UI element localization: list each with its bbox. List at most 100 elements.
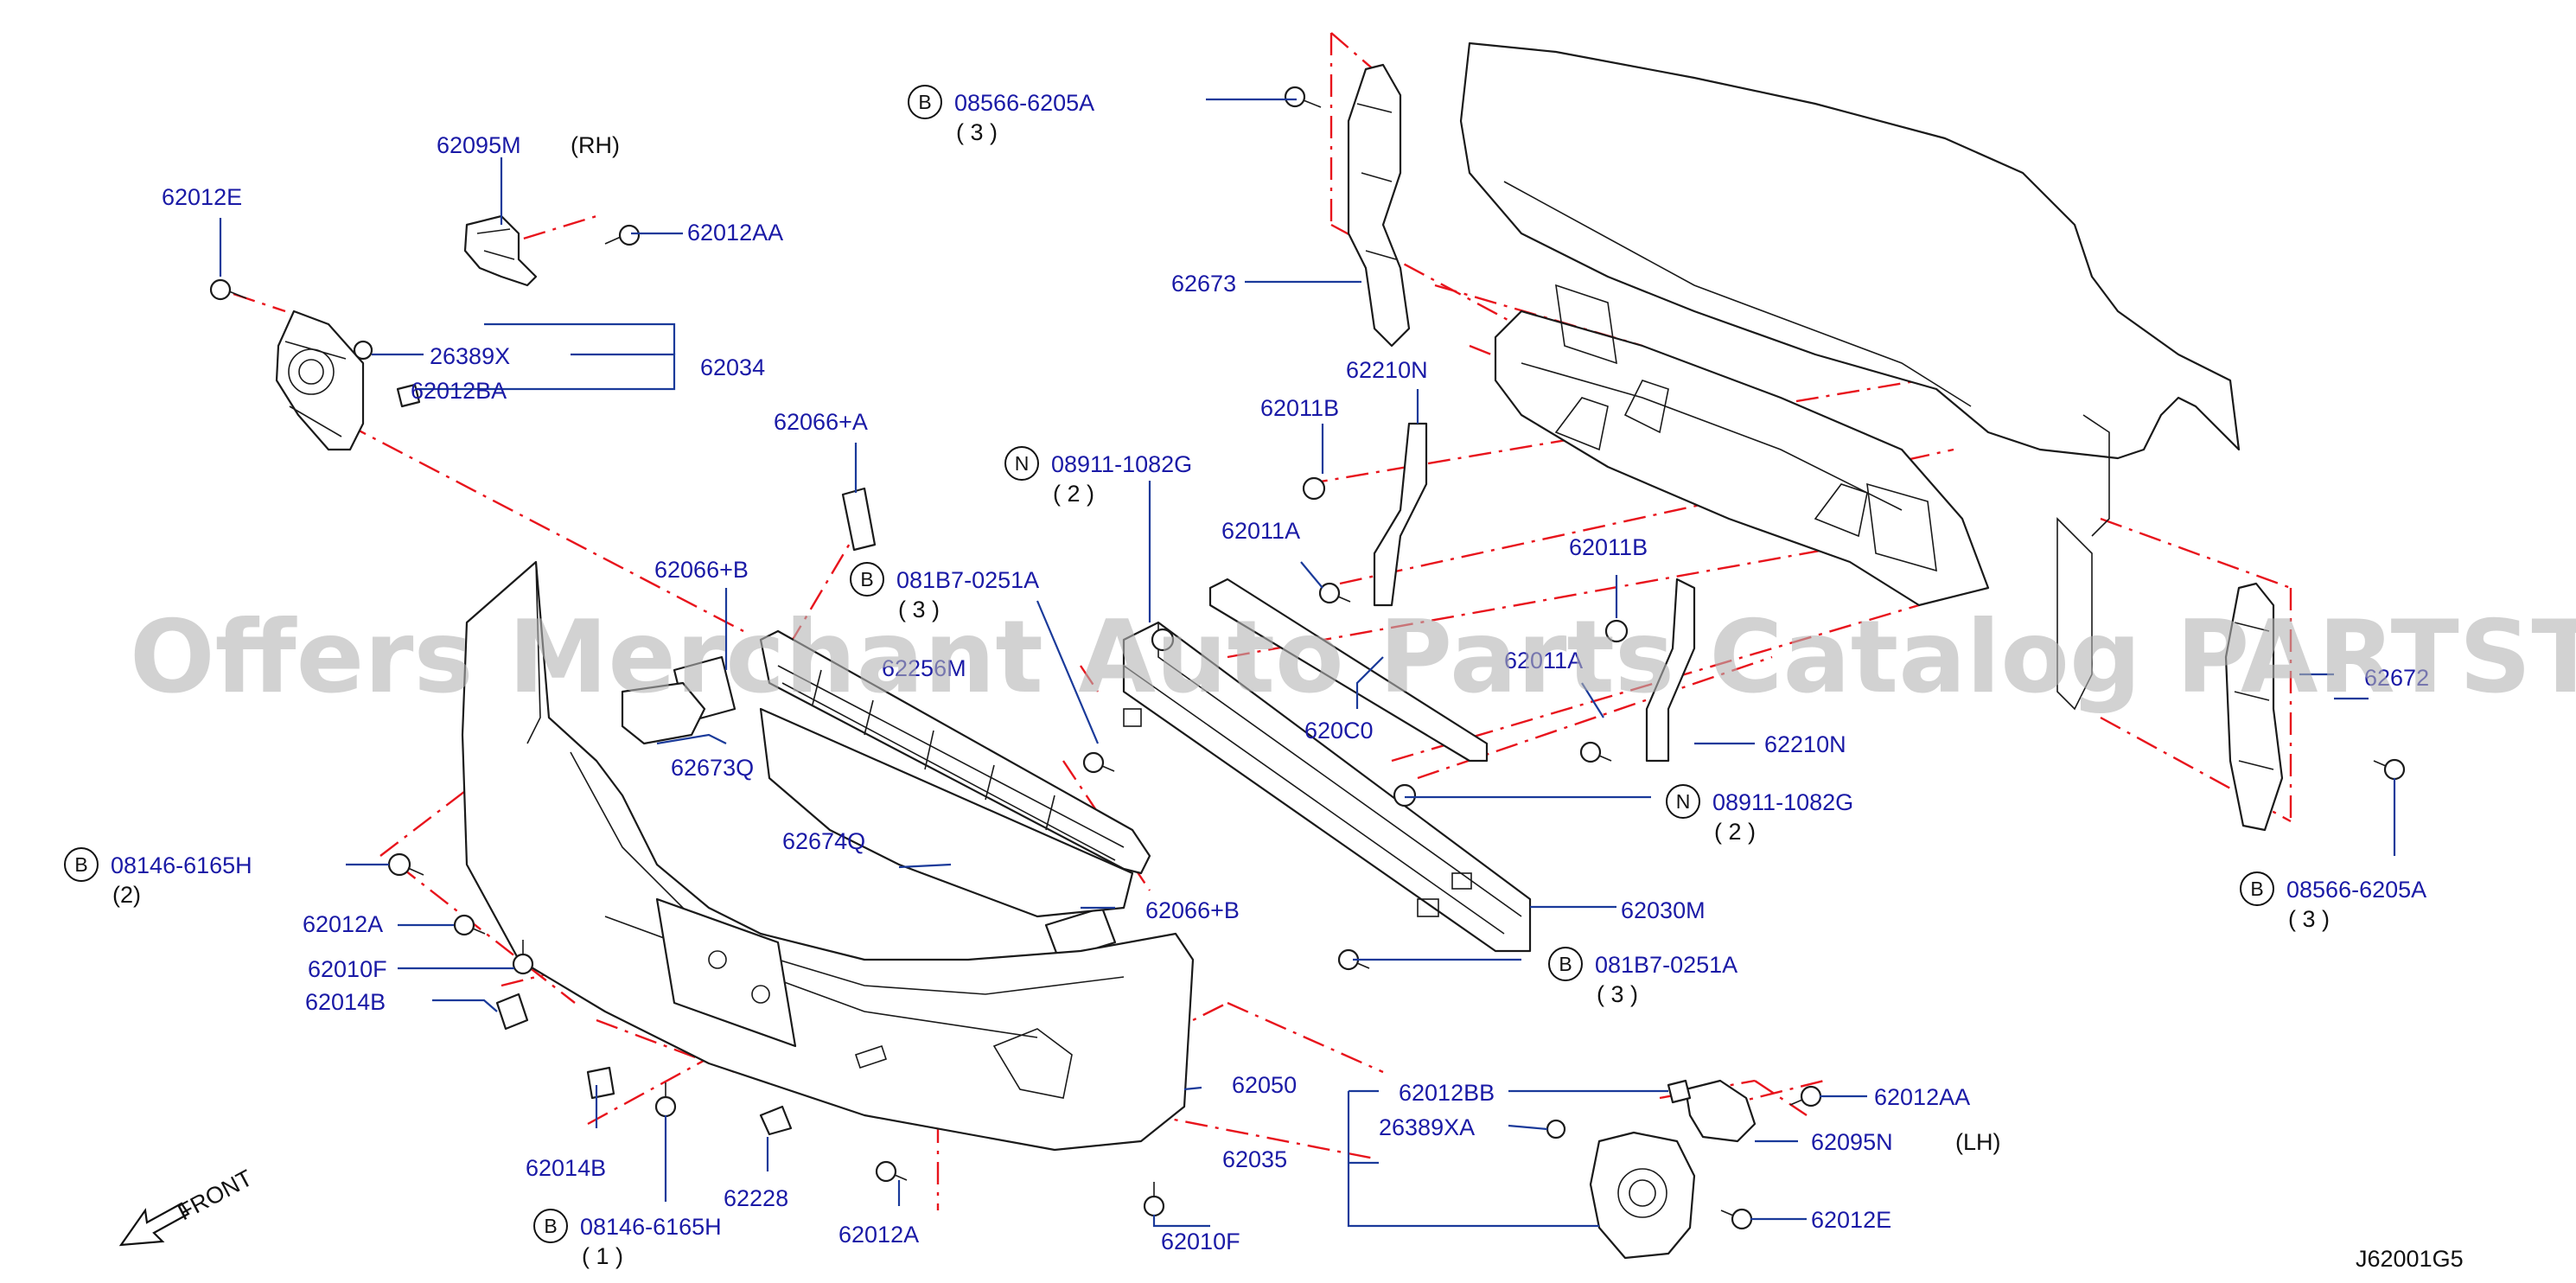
vehicle-body-structure [1459, 41, 2241, 711]
label-62674q: 62674Q [782, 828, 865, 854]
qty-081b7-bottom: ( 3 ) [1597, 981, 1638, 1007]
label-62011a-left: 62011A [1221, 518, 1300, 544]
label-62011b-left: 62011B [1260, 395, 1339, 421]
grille-62674q [759, 707, 1134, 918]
clip-62014b-left [495, 993, 529, 1031]
label-62066b-top: 62066+B [654, 557, 749, 583]
label-620c0: 620C0 [1304, 718, 1374, 744]
front-label: FRONT [174, 1165, 257, 1225]
label-62011b-right: 62011B [1569, 534, 1648, 560]
absorber-620c0 [1208, 578, 1489, 763]
diagram-code: J62001G5 [2356, 1246, 2464, 1272]
label-62011a-right: 62011A [1504, 648, 1583, 673]
label-62066a: 62066+A [774, 409, 868, 435]
label-62030m: 62030M [1621, 897, 1706, 923]
label-62012a-left: 62012A [303, 911, 383, 937]
label-rh: (RH) [571, 132, 620, 158]
label-62010f-left: 62010F [308, 956, 387, 982]
seal-26389x [353, 340, 373, 361]
label-62012aa-bottom: 62012AA [1874, 1084, 1970, 1110]
label-62012bb: 62012BB [1399, 1080, 1495, 1106]
front-indicator: FRONT [118, 1165, 257, 1247]
code-08911-top: 08911-1082G [1051, 451, 1192, 477]
part-labels: 62095M (RH) 62012E 62012AA 26389X 62034 … [162, 132, 2429, 1254]
label-62012a-bottom: 62012A [838, 1222, 919, 1248]
label-26389x: 26389X [430, 343, 510, 369]
label-62210n-top: 62210N [1346, 357, 1428, 383]
label-62012aa-top: 62012AA [687, 220, 783, 246]
qty-08911-top: ( 2 ) [1053, 481, 1094, 507]
label-62095m: 62095M [437, 132, 521, 158]
circle-n-icon: N [1666, 784, 1700, 819]
watermark: Offers Merchant Auto Parts Catalog PARTS… [130, 599, 2576, 716]
qty-08146-bottom: ( 1 ) [582, 1243, 623, 1269]
bracket-62095m [463, 214, 538, 287]
label-62672: 62672 [2364, 665, 2429, 691]
code-08911-bottom: 08911-1082G [1712, 789, 1853, 815]
code-08566-right: 08566-6205A [2286, 877, 2426, 903]
svg-text:B: B [74, 853, 87, 876]
qty-08566-top: ( 3 ) [956, 119, 998, 145]
label-62673: 62673 [1171, 271, 1236, 297]
fog-lamp-rh [275, 310, 365, 451]
seal-26389xa [1546, 1119, 1566, 1139]
circle-b-icon: B [850, 562, 884, 597]
label-62035: 62035 [1222, 1146, 1287, 1172]
fog-lamp-lh [1589, 1131, 1696, 1260]
bumper-fascia [461, 560, 1195, 1152]
code-08146-left: 08146-6165H [111, 852, 252, 878]
label-62050: 62050 [1232, 1072, 1297, 1098]
label-62012e-top: 62012E [162, 184, 242, 210]
circle-n-icon: N [1004, 446, 1039, 481]
svg-text:B: B [860, 568, 873, 590]
svg-text:B: B [1559, 953, 1572, 975]
label-62010f-bottom: 62010F [1161, 1229, 1240, 1254]
bracket-62095n [1684, 1079, 1757, 1143]
pad-62066b-bottom [1044, 906, 1117, 961]
label-lh: (LH) [1955, 1129, 2001, 1155]
clip-62012ba [396, 383, 421, 408]
label-62256m: 62256M [882, 655, 966, 681]
label-62014b-left: 62014B [305, 989, 386, 1015]
circle-b-icon: B [1548, 947, 1583, 981]
label-62210n-bottom: 62210N [1764, 731, 1846, 757]
svg-text:B: B [2250, 878, 2263, 900]
label-26389xa: 26389XA [1379, 1114, 1475, 1140]
label-62034: 62034 [700, 354, 765, 380]
grille-62256m [759, 629, 1151, 875]
circle-b-icon: B [2240, 871, 2274, 906]
leader-lines [219, 98, 2396, 1228]
circle-b-icon: B [533, 1209, 568, 1243]
clip-62014b-bottom [586, 1066, 615, 1100]
qty-081b7-top: ( 3 ) [898, 597, 940, 622]
code-081b7-bottom: 081B7-0251A [1595, 952, 1738, 978]
label-62228: 62228 [724, 1185, 788, 1211]
qty-08911-bottom: ( 2 ) [1714, 819, 1756, 845]
bracket-62210n-lower [1645, 578, 1696, 763]
label-62066b-bottom: 62066+B [1145, 897, 1240, 923]
arrow-front-icon [118, 1202, 190, 1247]
cap-62228 [759, 1105, 793, 1136]
bolts [209, 86, 2406, 1230]
circle-b-icon: B [908, 85, 942, 119]
bracket-62210n-upper [1373, 422, 1428, 607]
code-08566-top: 08566-6205A [954, 90, 1094, 116]
strip-62066a [841, 487, 877, 552]
code-081b7-top: 081B7-0251A [896, 567, 1039, 593]
label-62012e-bottom: 62012E [1811, 1207, 1891, 1233]
qty-08146-left: (2) [112, 882, 141, 908]
qty-08566-right: ( 3 ) [2288, 906, 2330, 932]
code-08146-bottom: 08146-6165H [580, 1214, 722, 1240]
circle-b-icon: B [64, 847, 99, 882]
bracket-62673q [621, 681, 706, 745]
label-62014b-bottom: 62014B [526, 1155, 606, 1181]
svg-text:N: N [1015, 452, 1030, 475]
bracket-62672 [2224, 582, 2284, 832]
clip-62012bb [1667, 1079, 1692, 1104]
circled-part-codes: 08566-6205A ( 3 ) 08911-1082G ( 2 ) 081B… [111, 90, 2426, 1269]
label-62673q: 62673Q [671, 755, 754, 781]
bracket-62673 [1347, 63, 1411, 348]
label-62012ba: 62012BA [411, 378, 507, 404]
